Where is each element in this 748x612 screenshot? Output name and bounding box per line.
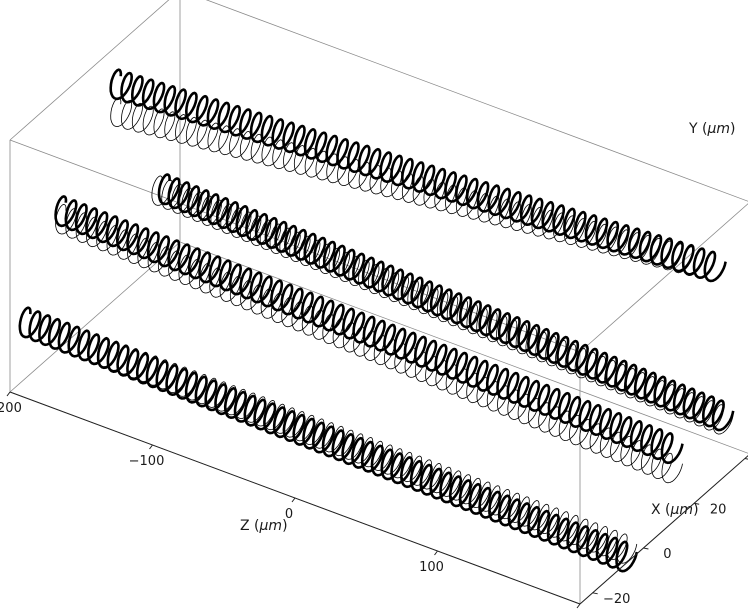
- x-tick-label: −20: [603, 592, 630, 607]
- box-edge-6: [9, 0, 170, 141]
- z-tick-label: 0: [285, 507, 293, 522]
- helix-trajectory-7-thin: [19, 307, 638, 564]
- z-axis-ticks: −200−1000100200: [0, 391, 581, 609]
- z-tick-label: −200: [0, 401, 22, 416]
- helix-trajectory-3-thin: [151, 175, 734, 435]
- y-axis-label: Y (μm): [688, 121, 736, 137]
- z-tick-mark: [149, 444, 153, 450]
- box-edge-1: [179, 241, 748, 454]
- x-axis-label: X (μm): [651, 502, 699, 518]
- trajectory-curves: [18, 68, 735, 573]
- helix-trajectory-5-thin: [55, 204, 683, 484]
- z-tick-mark: [6, 391, 11, 397]
- x-tick-mark: [643, 547, 649, 550]
- x-tick-label: 20: [710, 502, 727, 517]
- helix-trajectory-4-thick: [54, 195, 684, 465]
- z-tick-mark: [576, 603, 581, 609]
- x-tick-mark: [694, 502, 700, 505]
- box-edge-3: [205, 0, 748, 202]
- box-edge-4: [9, 241, 181, 393]
- x-tick-mark: [592, 592, 598, 595]
- helix-trajectory-6-thick: [18, 306, 639, 573]
- helix-trajectory-2-thick: [157, 173, 735, 432]
- x-tick-label: 0: [663, 547, 671, 562]
- x-axis-ticks: −2002040: [592, 457, 748, 607]
- z-axis-label: Z (μm): [240, 518, 288, 534]
- helix-trajectory-1-thin: [110, 97, 726, 282]
- x-tick-mark: [744, 457, 748, 460]
- z-tick-mark: [434, 550, 438, 556]
- z-axis-line: [9, 391, 581, 605]
- helix-trajectory-0-thick: [109, 68, 727, 283]
- z-tick-label: 100: [419, 560, 444, 575]
- z-tick-mark: [291, 497, 296, 503]
- x-axis-line: [579, 455, 748, 605]
- box-edge-7: [579, 203, 748, 353]
- z-tick-label: −100: [129, 454, 165, 469]
